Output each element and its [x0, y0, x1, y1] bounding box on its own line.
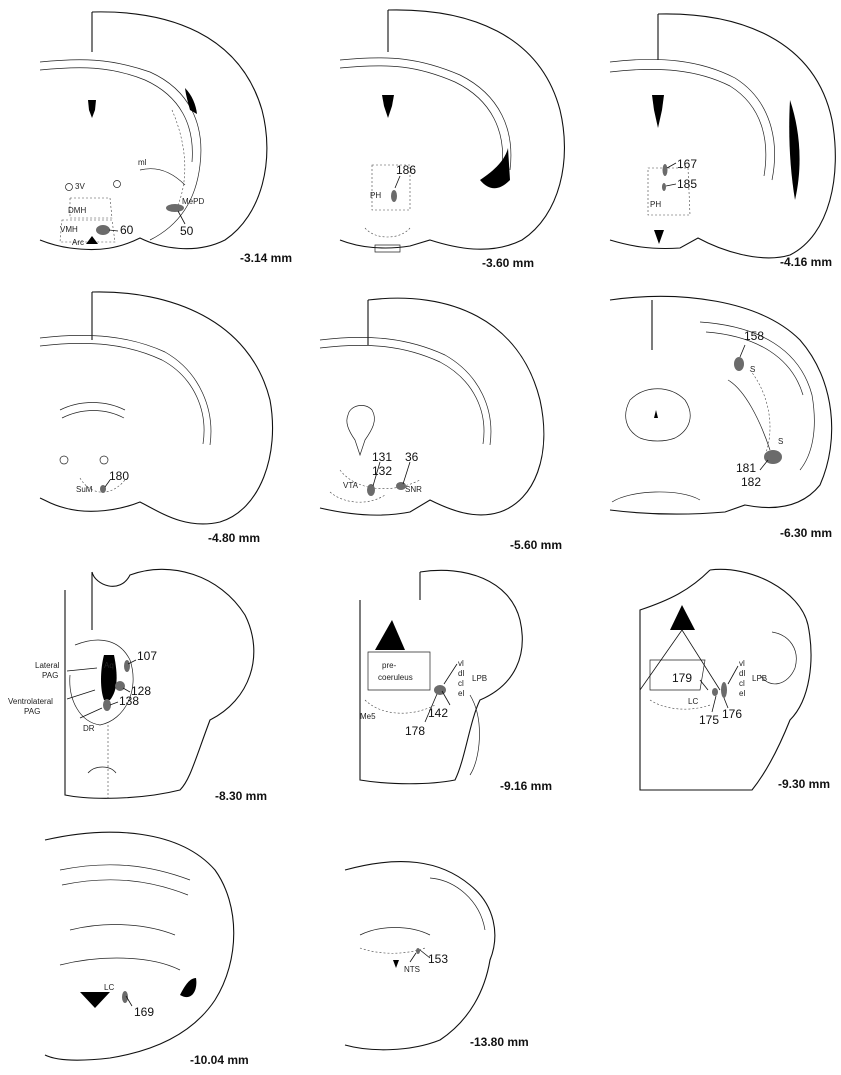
- region-label: DR: [83, 724, 95, 733]
- section-panel-8: pre- coeruleus vl dl cl el LPB Me5 142 1…: [359, 569, 552, 793]
- lesion-number: 131: [372, 450, 392, 464]
- region-label: LPB: [752, 674, 767, 683]
- region-label: vl: [739, 659, 745, 668]
- region-label: SNR: [405, 485, 422, 494]
- lesion-number: 167: [677, 157, 697, 171]
- lesion-number: 158: [744, 329, 764, 343]
- region-label: MePD: [182, 197, 204, 206]
- region-label: dl: [458, 669, 464, 678]
- lesion-number: 179: [672, 671, 692, 685]
- region-label: S: [750, 365, 755, 374]
- section-level-label: -13.80 mm: [470, 1035, 529, 1049]
- section-panel-2: 186 PH -3.60 mm: [339, 9, 565, 270]
- region-label: Lateral: [35, 661, 60, 670]
- region-label: Ventrolateral: [8, 697, 53, 706]
- section-panel-3: 167 185 PH -4.16 mm: [609, 13, 836, 269]
- region-label: 3V: [75, 182, 85, 191]
- region-label: cl: [458, 679, 464, 688]
- lesion-number: 178: [405, 724, 425, 738]
- region-label: VMH: [60, 225, 78, 234]
- region-label: SuM: [76, 485, 93, 494]
- section-level-label: -6.30 mm: [780, 526, 832, 540]
- lesion-number: 186: [396, 163, 416, 177]
- lesion-number: 176: [722, 707, 742, 721]
- lesion-number: 60: [120, 223, 134, 237]
- region-label: LC: [104, 983, 114, 992]
- section-panel-6: 158 S S 181 182 -6.30 mm: [609, 295, 833, 540]
- lesion-number: 153: [428, 952, 448, 966]
- lesion-number: 182: [741, 475, 761, 489]
- section-level-label: -10.04 mm: [190, 1053, 249, 1067]
- section-level-label: -9.30 mm: [778, 777, 830, 791]
- region-label: LC: [688, 697, 698, 706]
- lesion-number: 107: [137, 649, 157, 663]
- region-label: PH: [650, 200, 661, 209]
- region-label: LPB: [472, 674, 487, 683]
- region-label: vl: [458, 659, 464, 668]
- section-panel-5: 131 132 36 VTA SNR -5.60 mm: [319, 297, 562, 552]
- lesion-number: 181: [736, 461, 756, 475]
- lesion-number: 50: [180, 224, 194, 238]
- region-label: NTS: [404, 965, 420, 974]
- lesion-number: 36: [405, 450, 419, 464]
- region-label: PH: [370, 191, 381, 200]
- section-level-label: -8.30 mm: [215, 789, 267, 803]
- section-panel-7: 107 128 138 Lateral PAG Aq Ventrolateral…: [8, 568, 267, 803]
- section-level-label: -5.60 mm: [510, 538, 562, 552]
- section-panel-1: 60 50 3V DMH VMH Arc ml MePD -3.14 mm: [39, 11, 292, 265]
- lesion-number: 128: [131, 684, 151, 698]
- lesion-number: 185: [677, 177, 697, 191]
- section-level-label: -3.60 mm: [482, 256, 534, 270]
- section-panel-4: 180 SuM -4.80 mm: [39, 291, 274, 545]
- section-panel-10: 169 LC -10.04 mm: [44, 831, 249, 1067]
- region-label: DMH: [68, 206, 86, 215]
- section-panel-9: vl dl cl el LPB LC 179 175 176 -9.30 mm: [639, 568, 830, 791]
- lesion-number: 180: [109, 469, 129, 483]
- lesion-number: 175: [699, 713, 719, 727]
- lesion-number: 132: [372, 464, 392, 478]
- region-label: coeruleus: [378, 673, 413, 682]
- region-label: dl: [739, 669, 745, 678]
- region-label: PAG: [24, 707, 40, 716]
- region-label: el: [458, 689, 464, 698]
- region-label: pre-: [382, 661, 397, 670]
- section-panel-11: 153 NTS -13.80 mm: [344, 861, 529, 1051]
- region-label: Me5: [360, 712, 376, 721]
- lesion-number: 169: [134, 1005, 154, 1019]
- section-level-label: -4.80 mm: [208, 531, 260, 545]
- section-level-label: -9.16 mm: [500, 779, 552, 793]
- region-label: ml: [138, 158, 147, 167]
- lesion-number: 142: [428, 706, 448, 720]
- region-label: S: [778, 437, 783, 446]
- section-level-label: -4.16 mm: [780, 255, 832, 269]
- region-label: VTA: [343, 481, 359, 490]
- region-label: Aq: [104, 661, 114, 670]
- region-label: cl: [739, 679, 745, 688]
- lesion-number: 138: [119, 694, 139, 708]
- region-label: Arc: [72, 238, 84, 247]
- region-label: PAG: [42, 671, 58, 680]
- section-level-label: -3.14 mm: [240, 251, 292, 265]
- region-label: el: [739, 689, 745, 698]
